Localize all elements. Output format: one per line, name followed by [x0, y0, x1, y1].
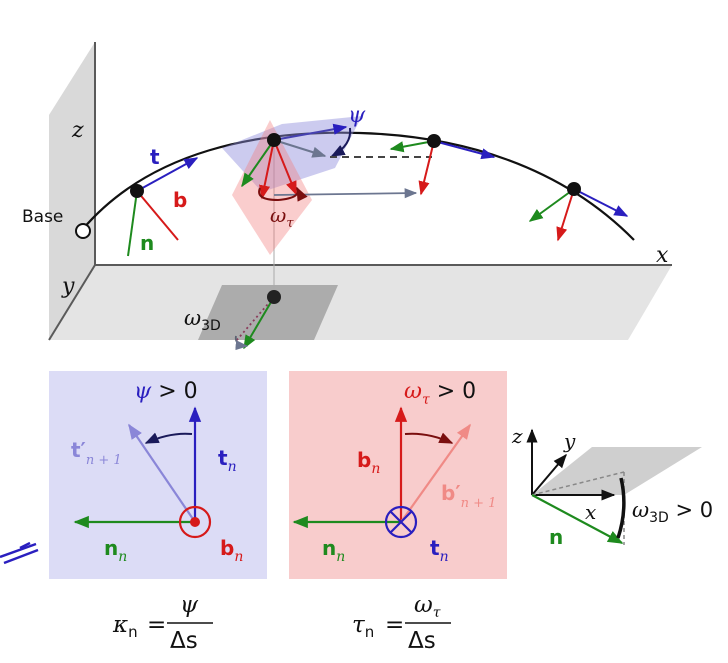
normal-plane — [232, 120, 312, 255]
curve-point-3 — [427, 134, 441, 148]
n-vector-4 — [528, 188, 575, 222]
right-b-next-label: b′n + 1 — [441, 481, 496, 511]
right-t-cross-in-icon — [384, 505, 418, 539]
kappa-denominator: Δs — [170, 628, 198, 654]
left-b-dot-center — [190, 517, 200, 527]
projected-point — [267, 290, 281, 304]
back-wall — [49, 42, 95, 340]
right-b-n-label: bn — [357, 448, 380, 477]
b-vector-4 — [556, 188, 575, 242]
right-n-n-label: nn — [322, 536, 345, 565]
t-vector-1 — [136, 157, 199, 192]
formula-kappa: κn = ψ Δs — [112, 592, 213, 654]
right-panel: ωτ > 0 bn b′n + 1 nn tn — [289, 371, 507, 579]
left-n-n-label: nn — [104, 536, 127, 565]
left-panel-title: ψ > 0 — [134, 379, 198, 404]
projection-square — [198, 285, 338, 340]
small-z-label: z — [511, 424, 523, 448]
small-y-axis — [531, 453, 567, 496]
curve-point-2 — [267, 133, 281, 147]
trajectory-curve — [81, 131, 635, 241]
b-vector-2 — [259, 139, 275, 200]
right-t-n-label: tn — [430, 536, 449, 565]
z-axis-label: z — [71, 118, 84, 143]
x-axis-label: x — [656, 243, 669, 268]
small-axes-plane — [532, 447, 702, 495]
left-b-dot-out-icon — [178, 505, 212, 539]
floor — [49, 265, 672, 340]
tau-equals: = — [385, 612, 404, 638]
right-omega-tau-arc — [404, 432, 454, 444]
t-label-3d: t — [150, 145, 160, 169]
t-vector-3 — [433, 140, 496, 160]
kappa-equals: = — [147, 612, 166, 638]
right-t-cross-line-2 — [389, 510, 413, 534]
small-n-arrow — [531, 494, 624, 544]
osculating-plane — [222, 116, 362, 192]
omega-3d-label: ω3D — [184, 306, 221, 334]
scene-3d: z y x Base t b n ψ ωτ — [22, 42, 672, 351]
curve-point-4 — [567, 182, 581, 196]
left-t-next-label: t′n + 1 — [71, 438, 122, 468]
small-omega-label: ω3D > 0 — [632, 498, 713, 526]
t-next-vector-2 — [273, 123, 348, 141]
tau-denominator: Δs — [408, 628, 436, 654]
t-vector-2 — [273, 139, 327, 158]
left-panel: ψ > 0 t′n + 1 tn nn bn — [49, 371, 267, 579]
small-y-label: y — [563, 429, 576, 453]
n-vector-1 — [127, 190, 138, 257]
left-t-n-label: tn — [218, 446, 237, 475]
left-t-next-arrow — [128, 423, 196, 523]
omega-3d-arc — [234, 335, 249, 351]
small-x-label: x — [585, 500, 596, 524]
formula-tau: τn = ωτ Δs — [352, 592, 451, 654]
projected-n-vector — [243, 296, 275, 350]
base-label: Base — [22, 207, 63, 227]
psi-arc-3d — [330, 127, 352, 157]
b-label-3d: b — [173, 188, 187, 212]
tau-numerator: ωτ — [414, 592, 441, 621]
left-b-n-label: bn — [220, 536, 243, 565]
kappa-lhs: κn — [112, 612, 138, 641]
y-axis-line — [48, 264, 96, 341]
curve-point-1 — [130, 184, 144, 198]
b-vector-3 — [418, 140, 435, 196]
omega-tau-label-3d: ωτ — [270, 203, 294, 231]
left-panel-bg — [49, 371, 267, 579]
n-vector-2 — [241, 139, 275, 188]
y-axis-label: y — [61, 274, 75, 299]
n-label-3d: n — [140, 231, 154, 255]
psi-label-3d: ψ — [348, 103, 366, 128]
kappa-numerator: ψ — [180, 592, 199, 618]
small-n-label: n — [549, 525, 563, 549]
right-panel-bg — [289, 371, 507, 579]
base-point — [75, 223, 91, 239]
t-vector-4 — [573, 188, 629, 217]
omega-tau-arc-3d — [258, 186, 308, 202]
n-vector-3 — [389, 140, 435, 153]
right-panel-title: ωτ > 0 — [404, 379, 476, 408]
b-vector-1 — [136, 190, 179, 241]
small-axes: z y x n ω3D > 0 — [511, 424, 713, 549]
left-psi-arc — [144, 432, 193, 444]
cropped-edge-glyph — [0, 541, 39, 565]
b-next-vector-2 — [273, 139, 297, 196]
small-omega-arc — [616, 477, 626, 539]
small-dashed-1 — [531, 471, 625, 496]
right-b-next-arrow — [400, 423, 471, 523]
tau-lhs: τn — [352, 612, 374, 641]
